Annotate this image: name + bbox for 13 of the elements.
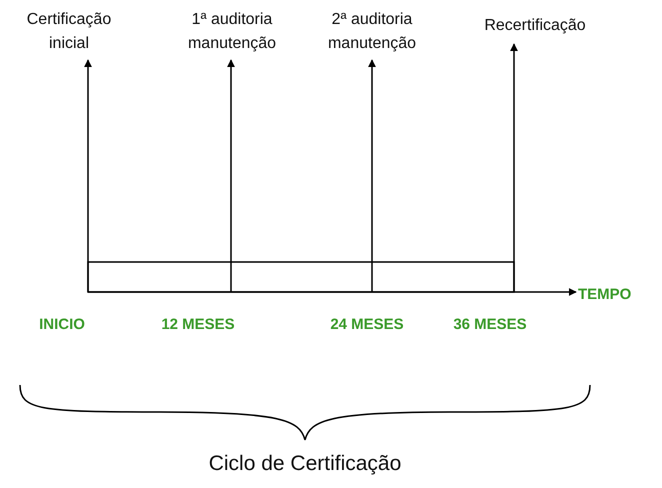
time-axis-arrow — [88, 288, 577, 296]
milestone-label: Certificação inicial — [14, 8, 124, 56]
time-label: 24 MESES — [329, 316, 405, 333]
arrow — [84, 59, 92, 292]
time-label: INICIO — [38, 316, 86, 333]
arrow — [510, 43, 518, 292]
time-label: 36 MESES — [452, 316, 528, 333]
arrow — [368, 59, 376, 292]
time-label: 12 MESES — [160, 316, 236, 333]
caption: Ciclo de Certificação — [208, 452, 402, 476]
arrow — [227, 59, 235, 292]
axis-label: TEMPO — [578, 283, 658, 307]
milestone-label: Recertificação — [455, 14, 615, 38]
